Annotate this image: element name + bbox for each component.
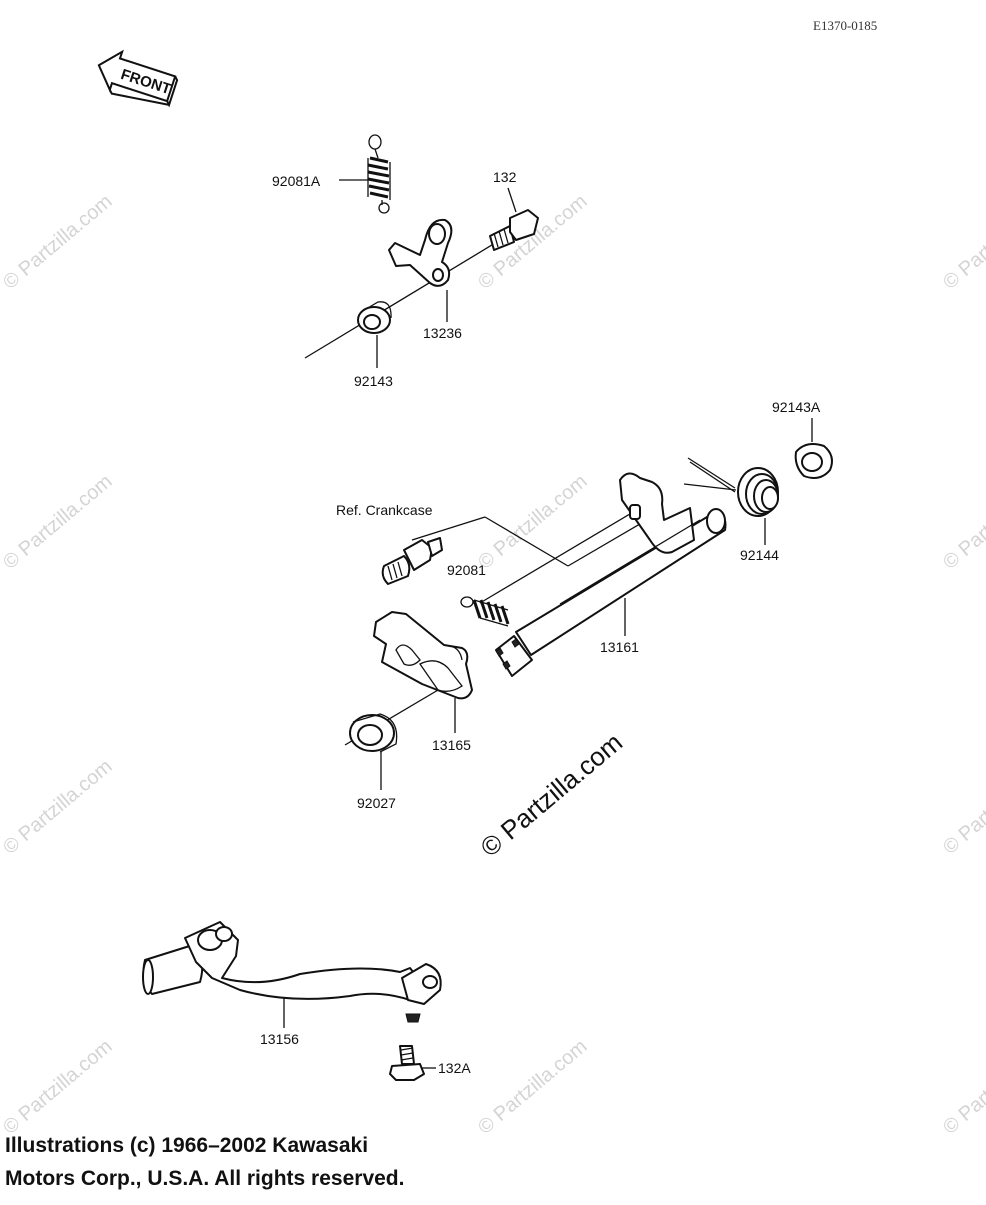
figure-code: E1370-0185 <box>813 18 877 33</box>
spring-92081A <box>367 134 391 214</box>
oil-seal-92027 <box>349 713 398 753</box>
bolt-132A <box>389 1045 425 1081</box>
watermark: © Partzilla.com <box>0 1035 116 1138</box>
leader-line <box>507 187 517 213</box>
part-label-92027: 92027 <box>357 795 396 811</box>
spring-92144 <box>683 457 779 517</box>
collar-92143A <box>794 443 833 479</box>
part-label-13156: 13156 <box>260 1031 299 1047</box>
watermark-main: © Partzilla.com <box>475 727 628 863</box>
watermark-layer: © Partzilla.com © Partzilla.com © Partzi… <box>0 190 986 1138</box>
reference-bracket <box>411 516 646 567</box>
leader-line <box>479 507 641 604</box>
watermark: © Partzilla.com <box>474 1035 591 1138</box>
shift-shaft-13161 <box>495 472 727 677</box>
part-label-92144: 92144 <box>740 547 779 563</box>
watermark: © Partzilla.com <box>939 755 986 858</box>
assembly-axis-line <box>304 224 526 359</box>
part-label-132A: 132A <box>438 1060 471 1076</box>
part-label-92143A: 92143A <box>772 399 821 415</box>
watermark: © Partzilla.com <box>0 755 116 858</box>
watermark: © Partzilla.com <box>939 190 986 293</box>
lever-13236 <box>388 218 453 287</box>
watermark: © Partzilla.com <box>939 470 986 573</box>
part-label-13161: 13161 <box>600 639 639 655</box>
part-label-92143: 92143 <box>354 373 393 389</box>
ref-crankcase-label: Ref. Crankcase <box>336 502 433 518</box>
copyright-line-1: Illustrations (c) 1966–2002 Kawasaki <box>5 1134 368 1157</box>
pin-crankcase <box>381 537 443 585</box>
part-label-92081: 92081 <box>447 562 486 578</box>
part-label-92081A: 92081A <box>272 173 321 189</box>
watermark: © Partzilla.com <box>939 1035 986 1138</box>
front-arrow-icon: FRONT <box>97 49 179 108</box>
part-label-13165: 13165 <box>432 737 471 753</box>
bolt-132 <box>489 209 539 251</box>
watermark: © Partzilla.com <box>0 470 116 573</box>
shift-pedal-13156 <box>142 921 442 1023</box>
part-label-13236: 13236 <box>423 325 462 341</box>
copyright-line-2: Motors Corp., U.S.A. All rights reserved… <box>5 1167 404 1190</box>
shift-plate-13165 <box>373 611 473 700</box>
watermark: © Partzilla.com <box>474 470 591 573</box>
watermark: © Partzilla.com <box>0 190 116 293</box>
spring-92081 <box>460 596 510 627</box>
bushing-92143 <box>357 301 392 334</box>
part-label-132: 132 <box>493 169 517 185</box>
